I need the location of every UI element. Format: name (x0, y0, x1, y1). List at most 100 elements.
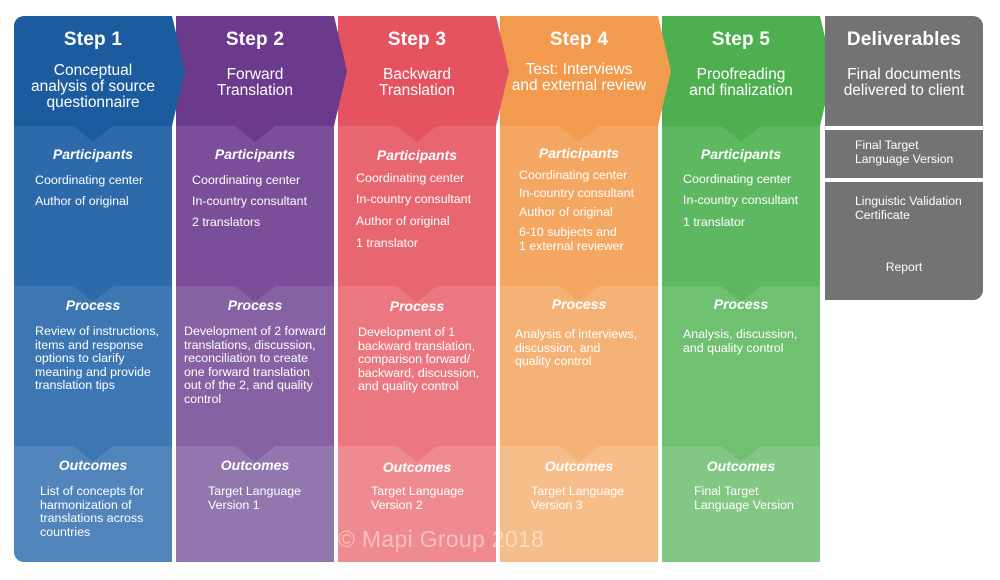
step-1-header: Step 1 Conceptual analysis of source que… (14, 16, 172, 126)
step-2-process-text: Development of 2 forward translations, d… (184, 324, 326, 406)
step-5-chevron-3 (721, 446, 761, 462)
step-3-participant-3: Author of original (356, 214, 450, 228)
step-3-column: Step 3 Backward Translation Participants… (338, 16, 496, 562)
step-1-outcomes-label: Outcomes (58, 457, 128, 473)
step-1-chevron-3 (73, 446, 113, 462)
step-1-process-label: Process (65, 297, 121, 313)
deliverable-item-label: Final Target Language Version (855, 138, 954, 166)
step-1-participant-2: Author of original (35, 194, 129, 208)
step-5-outcomes-text: Final Target Language Version (694, 484, 794, 512)
step-5-process-label: Process (713, 296, 769, 312)
step-5-subtitle: Proofreading and finalization (689, 66, 793, 99)
step-3-participant-4: 1 translator (356, 236, 418, 250)
step-2-outcomes-label: Outcomes (220, 457, 290, 473)
step-2-column: Step 2 Forward Translation Participants … (176, 16, 334, 562)
step-1-process-text: Review of instructions, items and respon… (35, 324, 159, 392)
step-2-outcomes-text: Target Language Version 1 (208, 484, 302, 512)
step-4-participant-3: Author of original (519, 205, 613, 219)
step-3-outcomes-label: Outcomes (382, 459, 452, 475)
step-5-participant-2: In-country consultant (683, 193, 799, 207)
step-1-process-panel (14, 286, 172, 446)
step-5-participants-panel (662, 126, 820, 286)
step-2-chevron-3 (235, 446, 275, 462)
step-4-participant-1: Coordinating center (519, 168, 628, 182)
step-2-process-panel (176, 286, 334, 446)
step-2-participant-3: 2 translators (192, 215, 261, 229)
step-3-subtitle: Backward Translation (378, 66, 456, 99)
step-3-chevron-2 (397, 286, 437, 302)
step-4-participants-panel (500, 126, 658, 286)
step-1-chevron-2 (73, 286, 113, 302)
step-5-chevron-2 (721, 286, 761, 302)
step-3-process-text: Development of 1 backward translation, c… (358, 325, 480, 393)
step-3-chevron-1 (397, 126, 437, 142)
step-1-column: Step 1 Conceptual analysis of source que… (14, 16, 172, 562)
deliverable-item: Final Target Language Version (825, 130, 983, 178)
step-5-chevron-1 (721, 126, 761, 142)
step-4-process-text: Analysis of interviews, discussion, and … (515, 327, 637, 368)
step-5-outcomes-panel (662, 446, 820, 562)
step-1-participant-1: Coordinating center (35, 173, 144, 187)
step-1-outcomes-text: List of concepts for harmonization of tr… (40, 484, 144, 539)
step-4-arrow (658, 16, 671, 126)
step-2-participant-1: Coordinating center (192, 173, 301, 187)
step-3-participant-2: In-country consultant (356, 192, 472, 206)
step-4-title: Step 4 (549, 29, 609, 50)
step-3-participants-panel (338, 126, 496, 286)
step-3-outcomes-panel (338, 446, 496, 562)
deliverable-item: Report (825, 236, 983, 300)
step-3-arrow (496, 16, 509, 126)
step-2-participants-label: Participants (214, 146, 296, 162)
step-4-process-label: Process (551, 296, 607, 312)
step-5-title: Step 5 (711, 29, 771, 50)
step-1-participants-label: Participants (52, 146, 134, 162)
deliverables-header: Deliverables Final documents delivered t… (825, 16, 983, 126)
step-5-participant-3: 1 translator (683, 215, 745, 229)
step-4-subtitle: Test: Interviews and external review (511, 61, 647, 94)
step-4-participant-2: In-country consultant (519, 186, 635, 200)
step-5-process-panel (662, 286, 820, 446)
step-1-title: Step 1 (63, 29, 123, 50)
step-2-chevron-2 (235, 286, 275, 302)
step-2-process-label: Process (227, 297, 283, 313)
step-2-title: Step 2 (225, 29, 285, 50)
step-1-participants-panel (14, 126, 172, 286)
step-3-process-label: Process (389, 298, 445, 314)
step-5-header: Step 5 Proofreading and finalization (662, 16, 820, 126)
step-2-chevron-1 (235, 126, 275, 142)
deliverable-item-label: Report (885, 260, 923, 274)
step-5-column: Step 5 Proofreading and finalization Par… (662, 16, 820, 562)
step-4-column: Step 4 Test: Interviews and external rev… (500, 16, 658, 562)
step-3-process-panel (338, 286, 496, 446)
step-3-chevron-3 (397, 446, 437, 462)
step-3-header: Step 3 Backward Translation (338, 16, 496, 126)
step-2-subtitle: Forward Translation (216, 66, 294, 99)
step-2-outcomes-panel (176, 446, 334, 562)
deliverables-subtitle: Final documents delivered to client (843, 66, 965, 99)
step-5-participant-1: Coordinating center (683, 172, 792, 186)
step-4-process-panel (500, 286, 658, 446)
step-4-header: Step 4 Test: Interviews and external rev… (500, 16, 658, 126)
step-1-arrow (172, 16, 185, 126)
step-4-outcomes-text: Target Language Version 3 (531, 484, 625, 512)
step-1-chevron-1 (73, 126, 113, 142)
step-4-outcomes-panel (500, 446, 658, 562)
step-3-outcomes-text: Target Language Version 2 (371, 484, 465, 512)
step-3-participants-label: Participants (376, 147, 458, 163)
step-1-subtitle: Conceptual analysis of source questionna… (30, 62, 156, 111)
deliverables-title: Deliverables (846, 29, 962, 50)
deliverable-item-label: Linguistic Validation Certificate (855, 194, 962, 222)
step-2-participants-panel (176, 126, 334, 286)
step-4-participant-4: 6-10 subjects and 1 external reviewer (519, 225, 624, 253)
step-2-arrow (334, 16, 347, 126)
step-3-participant-1: Coordinating center (356, 171, 465, 185)
step-4-outcomes-label: Outcomes (544, 458, 614, 474)
step-3-title: Step 3 (387, 29, 447, 50)
step-5-process-text: Analysis, discussion, and quality contro… (683, 327, 798, 355)
step-4-chevron-1 (559, 126, 599, 142)
step-2-participant-2: In-country consultant (192, 194, 308, 208)
step-4-chevron-2 (559, 286, 599, 302)
step-5-participants-label: Participants (700, 146, 782, 162)
step-1-outcomes-panel (14, 446, 172, 562)
